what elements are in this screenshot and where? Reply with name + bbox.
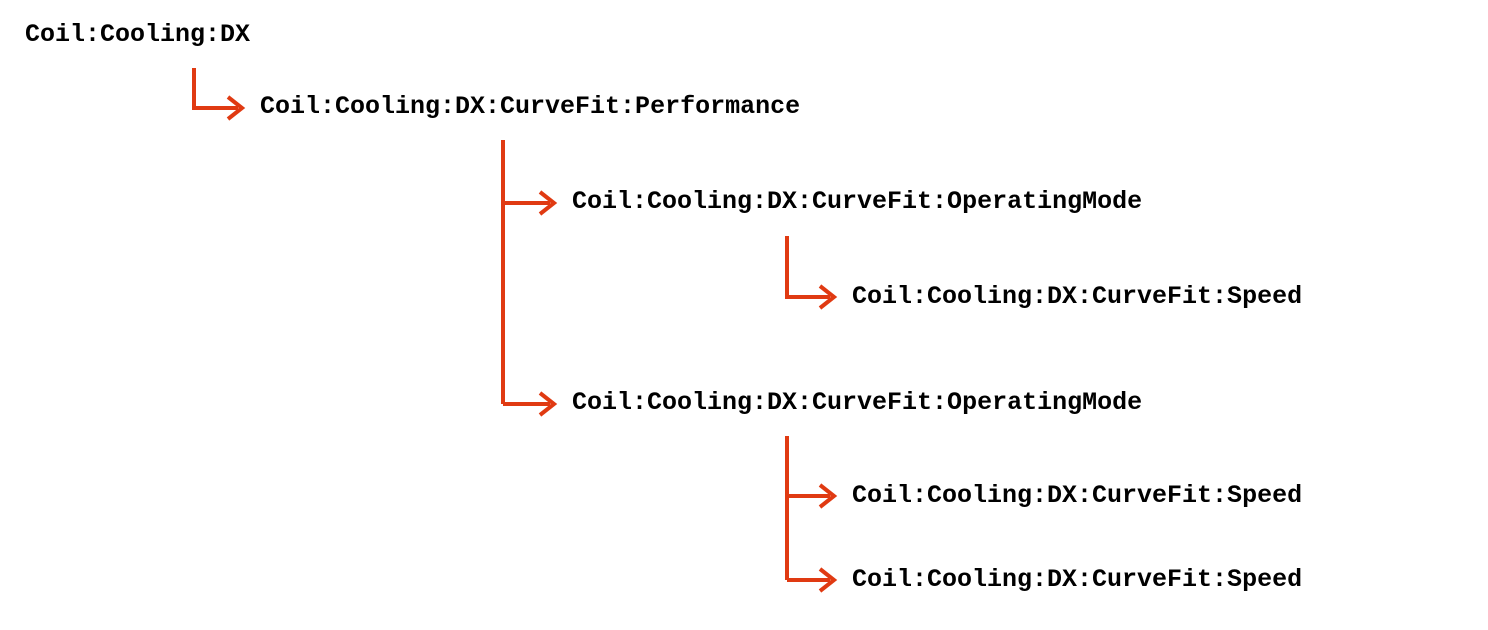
node-curvefit-speed-2b: Coil:Cooling:DX:CurveFit:Speed <box>852 565 1303 594</box>
node-curvefit-operating-mode-2: Coil:Cooling:DX:CurveFit:OperatingMode <box>572 388 1143 417</box>
node-coil-cooling-dx: Coil:Cooling:DX <box>25 20 251 49</box>
arrowhead-icon <box>538 190 558 216</box>
node-curvefit-speed-2a: Coil:Cooling:DX:CurveFit:Speed <box>852 481 1303 510</box>
arrowhead-icon <box>818 567 838 593</box>
connector-root-to-performance <box>192 68 238 110</box>
node-curvefit-speed-1a: Coil:Cooling:DX:CurveFit:Speed <box>852 282 1303 311</box>
node-curvefit-performance: Coil:Cooling:DX:CurveFit:Performance <box>260 92 801 121</box>
arrowhead-icon <box>226 95 246 121</box>
arrowhead-icon <box>818 284 838 310</box>
connector-mode-1-to-speed <box>785 236 830 299</box>
arrowhead-icon <box>818 483 838 509</box>
node-curvefit-operating-mode-1: Coil:Cooling:DX:CurveFit:OperatingMode <box>572 187 1143 216</box>
arrowhead-icon <box>538 391 558 417</box>
